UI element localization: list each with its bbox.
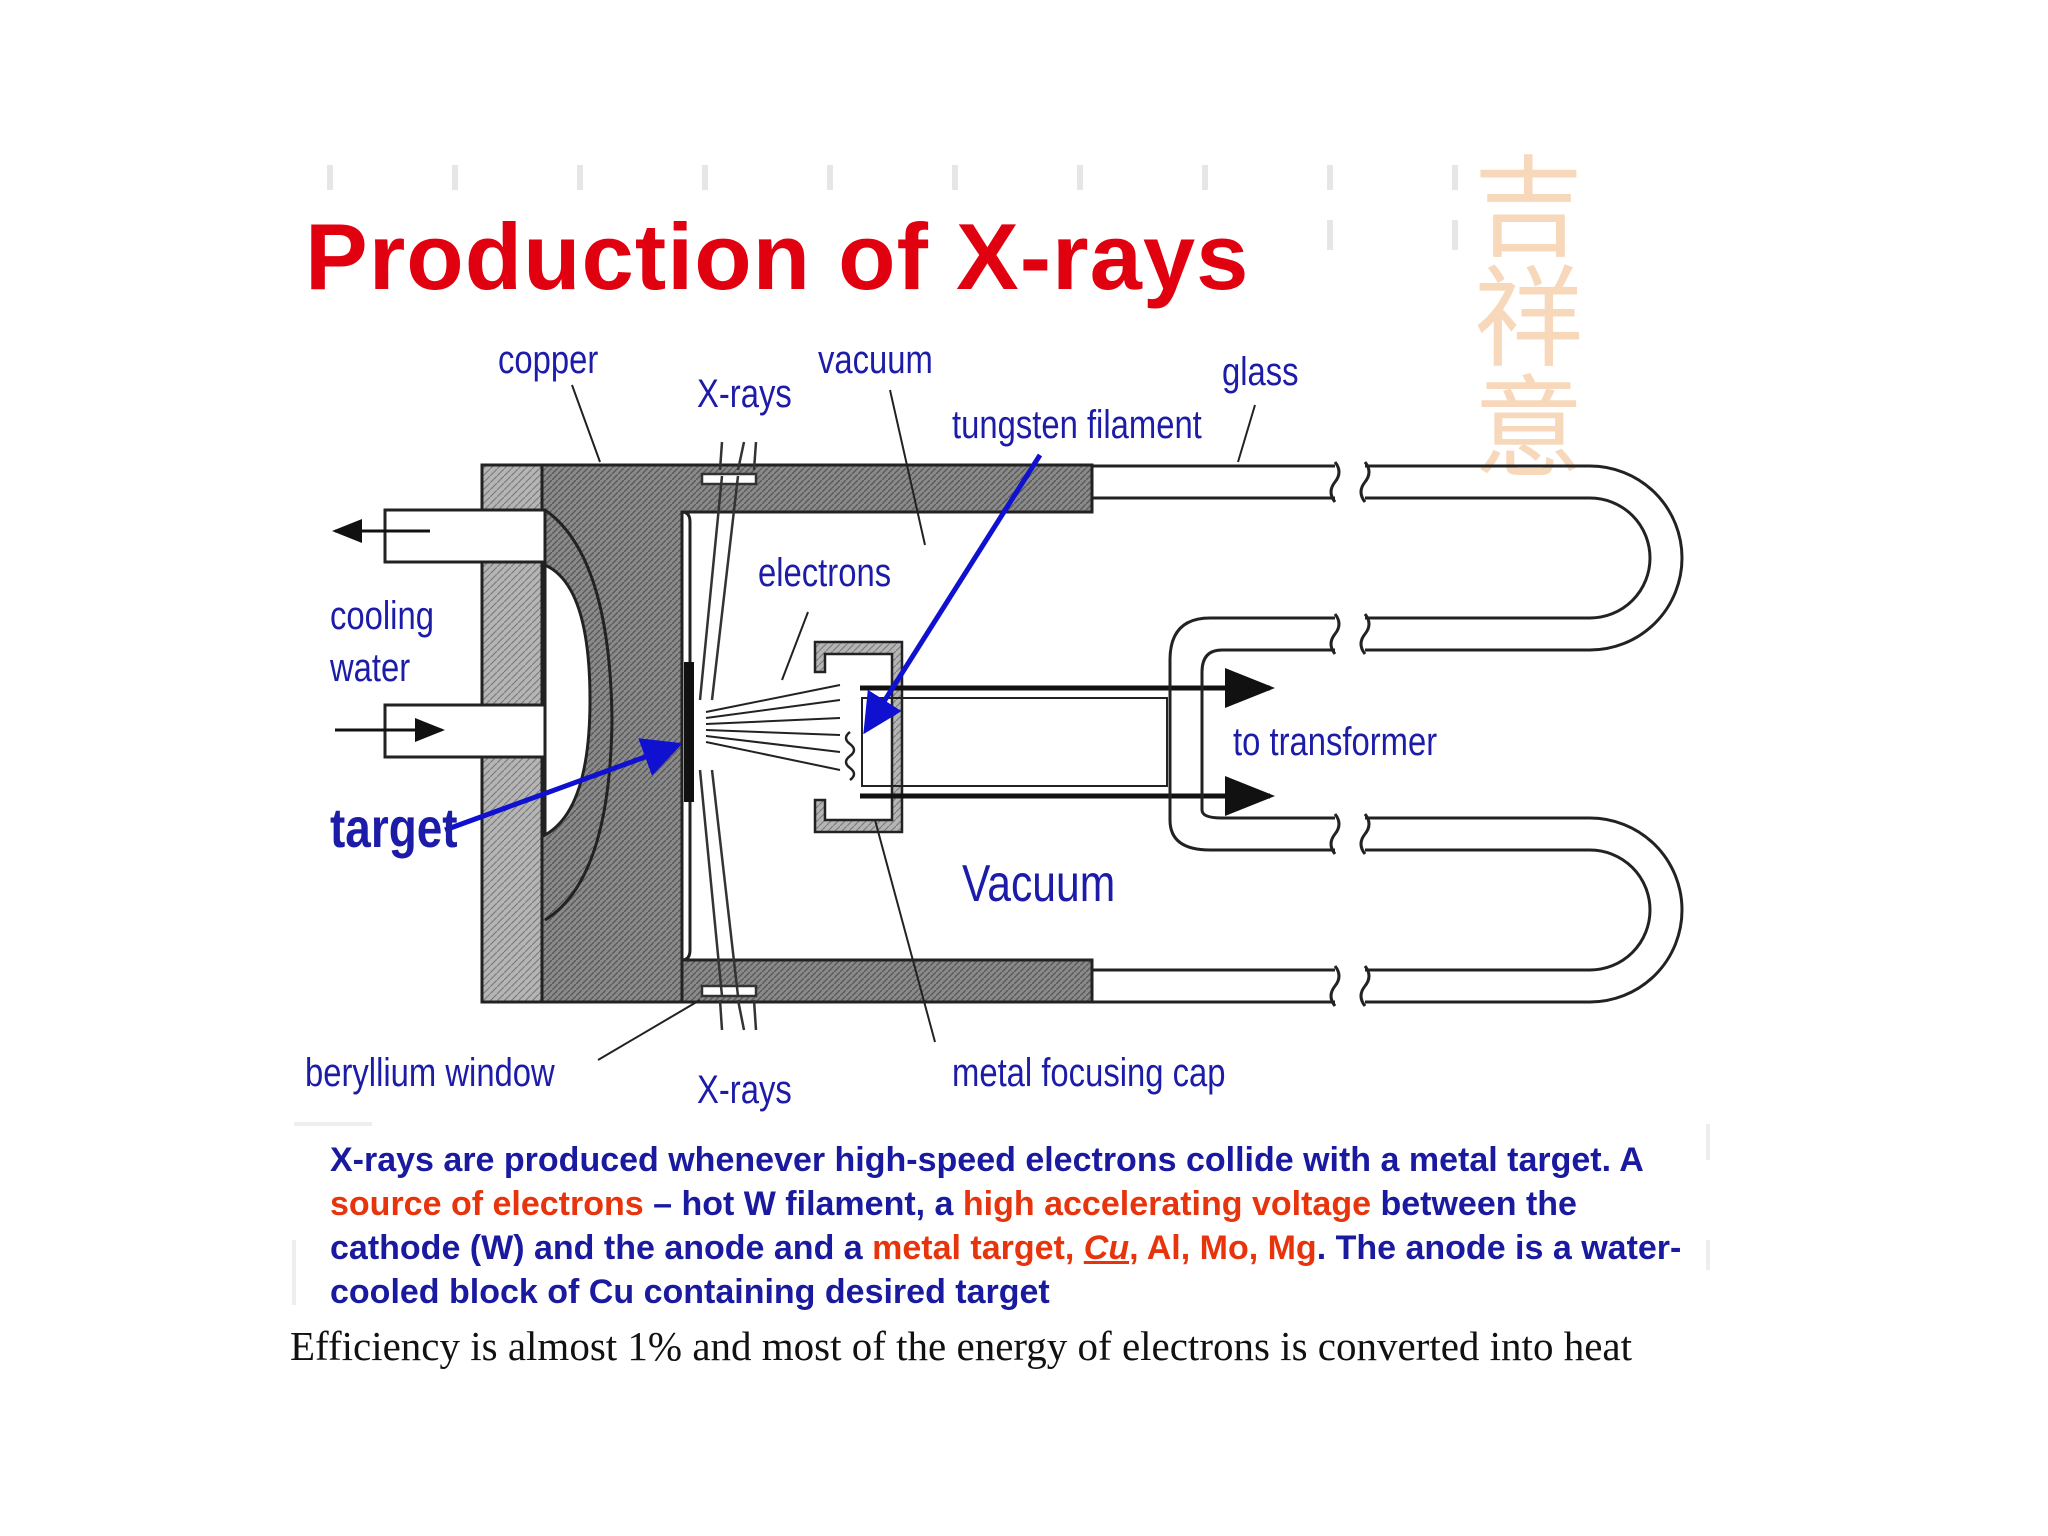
electron-beam — [705, 684, 841, 771]
xray-beams — [698, 441, 758, 1031]
desc-part-4: . The anode is a water-cooled block of C… — [330, 1229, 1682, 1311]
label-vacuum-upper: Vacuum — [962, 855, 1116, 913]
description-text: X-rays are produced whenever high-speed … — [330, 1138, 1700, 1314]
label-cooling-water: cooling water — [330, 594, 434, 690]
watermark-seal: 吉祥意 — [1454, 150, 1583, 480]
page-title: Production of X-rays — [305, 204, 1250, 309]
desc-part-1: X-rays are produced whenever high-speed … — [330, 1141, 1643, 1179]
label-to-transformer: to transformer — [1233, 720, 1438, 764]
desc-highlight-cu: Cu — [1083, 1229, 1130, 1267]
label-glass: glass — [1222, 350, 1299, 394]
decorative-ticks — [327, 165, 1458, 250]
filament-arrow — [863, 453, 1043, 735]
desc-part-3: between the cathode (W) and the anode an… — [330, 1185, 1577, 1267]
label-electrons: electrons — [758, 551, 892, 595]
lead-support — [861, 697, 1168, 787]
label-vacuum-lower: vacuum — [818, 338, 933, 382]
leader-lines — [571, 384, 1256, 1061]
desc-highlight-target: metal target, — [872, 1229, 1084, 1267]
description-frame — [292, 1122, 1710, 1305]
label-target: target — [330, 796, 458, 859]
label-metal-focusing-cap: metal focusing cap — [952, 1051, 1226, 1095]
label-beryllium-window: beryllium window — [305, 1051, 555, 1095]
label-tungsten-filament: tungsten filament — [952, 403, 1202, 447]
metal-focusing-cap — [813, 640, 904, 834]
label-xrays-top: X-rays — [697, 372, 792, 416]
target — [684, 662, 694, 802]
desc-highlight-source: source of electrons — [330, 1185, 644, 1223]
desc-highlight-metals: , Al, Mo, Mg — [1129, 1229, 1317, 1267]
desc-highlight-voltage: high accelerating voltage — [962, 1185, 1372, 1223]
efficiency-note: Efficiency is almost 1% and most of the … — [290, 1323, 1632, 1369]
target-arrow — [444, 738, 683, 833]
cooling-channels — [383, 508, 614, 922]
desc-part-2: – hot W filament, a — [643, 1185, 963, 1223]
label-copper: copper — [498, 338, 599, 382]
glass-envelope — [1092, 461, 1684, 1007]
label-xrays-bottom: X-rays — [697, 1068, 792, 1112]
